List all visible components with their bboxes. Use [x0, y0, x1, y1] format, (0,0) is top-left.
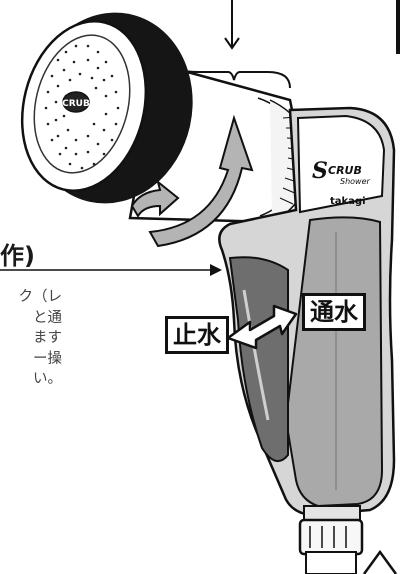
logo-s: S	[312, 158, 328, 184]
center-cap-text: CRUB	[62, 99, 90, 109]
hose-connector	[298, 505, 364, 574]
rotate-arrow-icon	[130, 114, 254, 248]
logo-crub: CRUB	[328, 164, 362, 177]
logo-shower: Shower	[340, 177, 371, 186]
callout-heading: 作)	[0, 242, 35, 270]
leader-arrow-right	[0, 264, 222, 276]
callout-line: い。	[33, 371, 62, 387]
callout-line: ク（レ	[18, 289, 63, 305]
scrub-shower-logo: S CRUB Shower takagi	[312, 158, 371, 207]
center-cap	[62, 91, 90, 113]
spray-holes	[44, 44, 120, 170]
callout-text: ク（レ と通 ます ー操 い。	[2, 287, 63, 390]
callout-line: と通	[33, 309, 62, 326]
trigger-double-arrow	[226, 304, 298, 350]
callout-line: ー操	[33, 350, 62, 367]
flow-water-label: 通水	[302, 293, 366, 331]
triangle-mark	[362, 549, 398, 574]
logo-takagi: takagi	[330, 196, 366, 207]
callout-line: ます	[33, 330, 62, 346]
stop-water-label: 止水	[165, 316, 229, 354]
spray-head: CRUB	[20, 12, 193, 204]
